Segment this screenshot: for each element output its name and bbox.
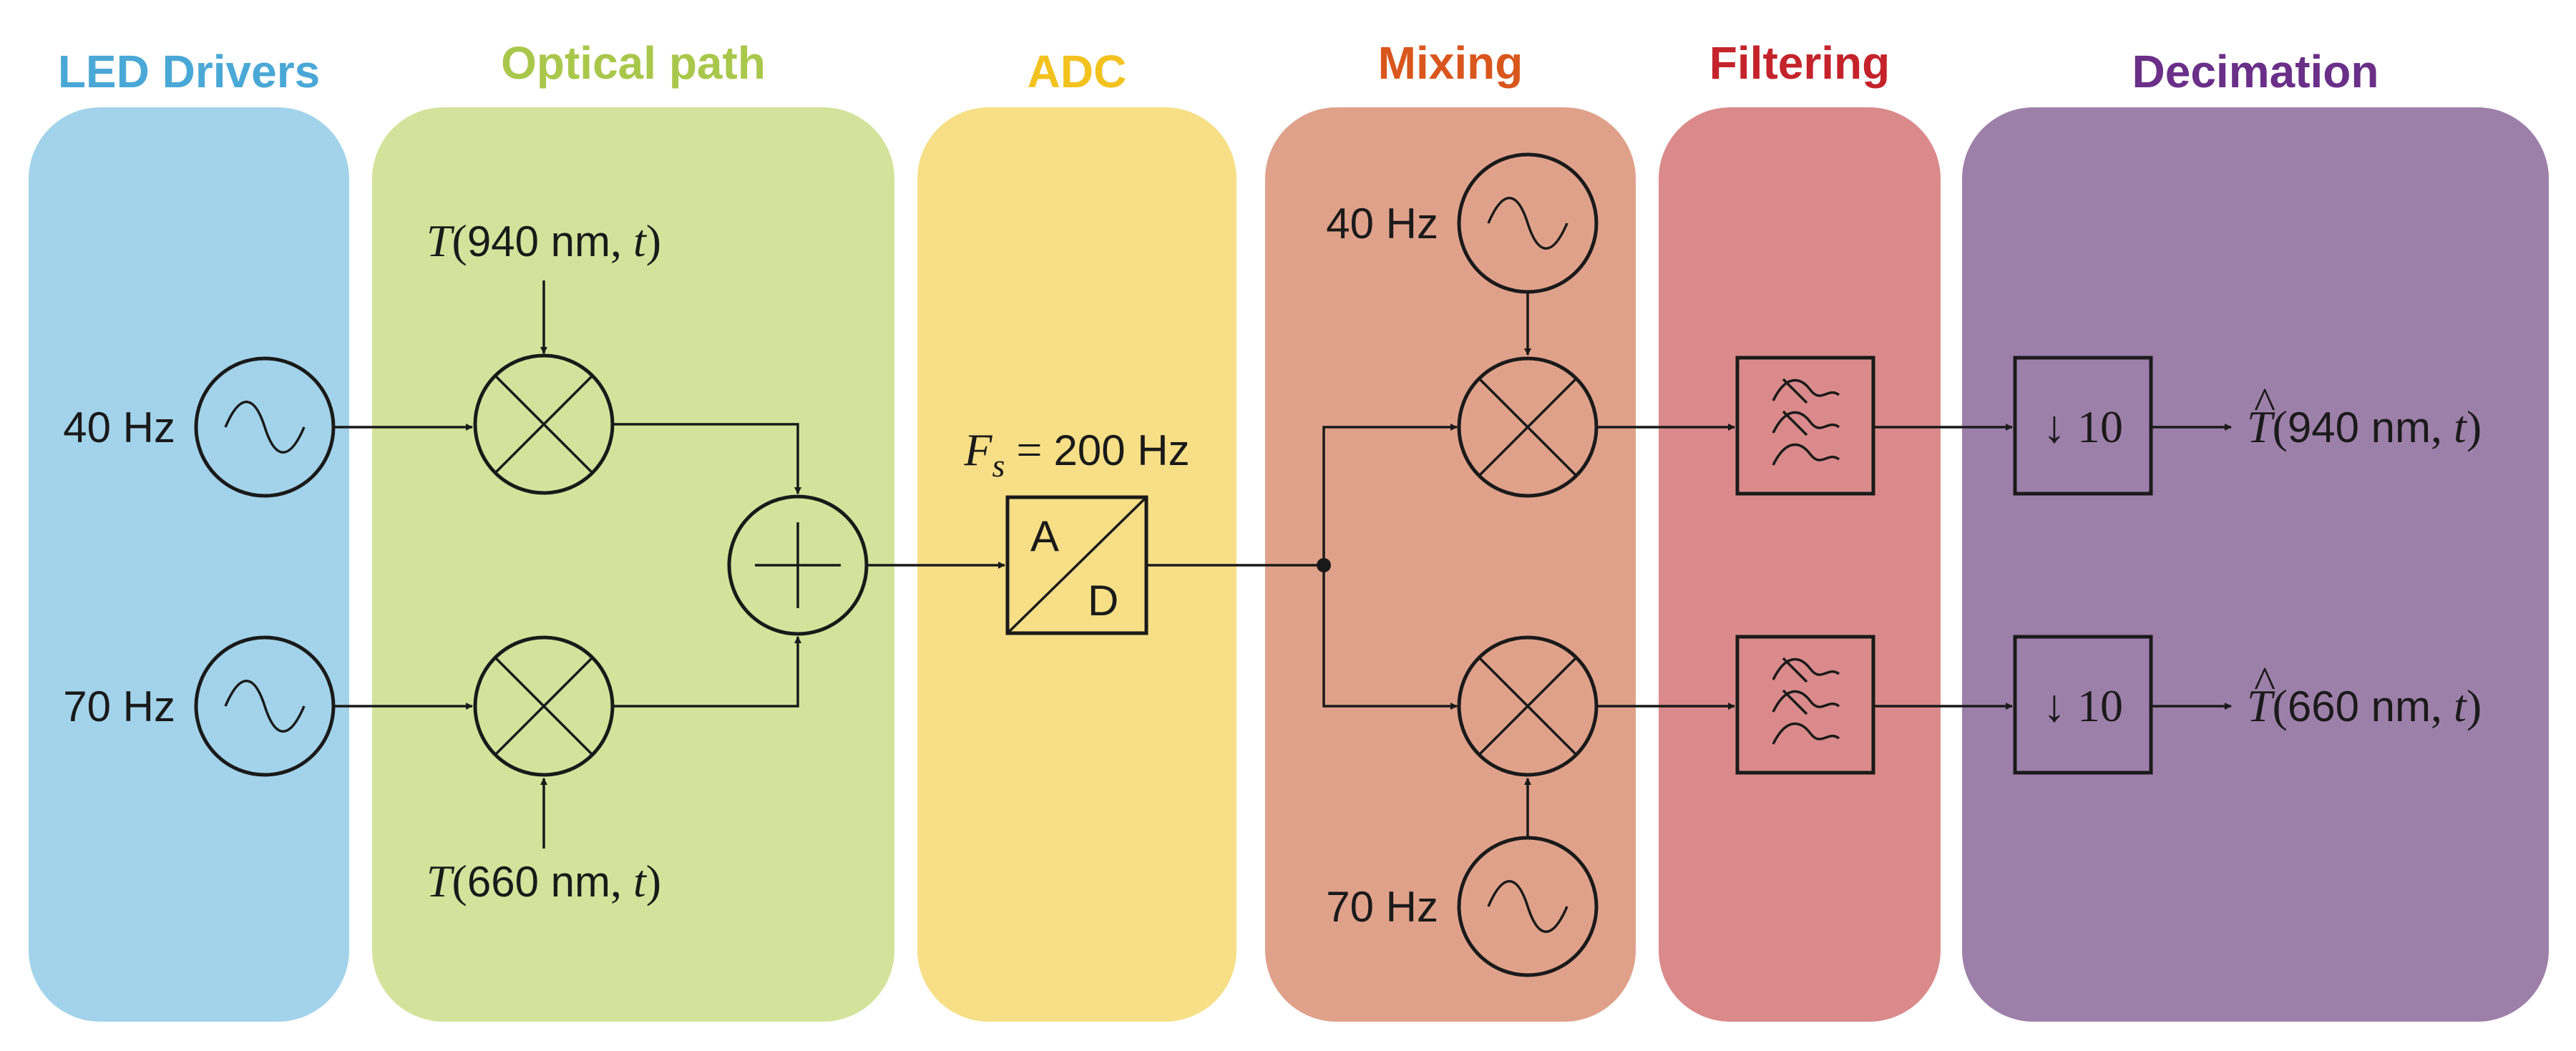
wire-split-to-mix-top: [1322, 424, 1458, 565]
adc-fs-label: Fs = 200 Hz: [963, 424, 1189, 484]
stage-title-optical-path: Optical path: [501, 37, 766, 89]
output-top-hat: ^: [2254, 378, 2275, 429]
sine-wave-icon: [224, 401, 306, 454]
stage-title-decimation: Decimation: [2132, 46, 2379, 97]
sine-wave-icon: [1487, 197, 1568, 250]
sine-wave-icon: [224, 680, 306, 733]
output-bottom-label: T(660 nm, t): [2247, 680, 2482, 731]
stage-decimation-panel: [1962, 107, 2549, 1022]
stage-filtering-panel: [1659, 107, 1941, 1022]
optical-bottom-input-label: T(660 nm, t): [426, 856, 661, 906]
output-top-label: T(940 nm, t): [2247, 401, 2482, 452]
stage-optical-path-panel: [372, 107, 894, 1022]
filter-icon: [1772, 378, 1840, 466]
stage-title-adc: ADC: [1028, 46, 1127, 97]
decimator-top: ↓ 10: [2013, 356, 2153, 496]
stage-led-drivers-panel: [29, 107, 349, 1022]
wire-split-to-mix-bottom: [1322, 565, 1458, 710]
adc-a-label: A: [1030, 512, 1059, 560]
filter-icon: [1772, 657, 1840, 745]
stage-title-led-drivers: LED Drivers: [58, 46, 320, 97]
led-osc-bottom-label: 70 Hz: [63, 683, 175, 730]
stage-title-filtering: Filtering: [1709, 37, 1890, 89]
decimation-factor-label: ↓ 10: [2043, 401, 2123, 452]
lowpass-filter-bottom: [1735, 635, 1875, 775]
stage-title-mixing: Mixing: [1378, 37, 1523, 89]
mix-osc-bottom-label: 70 Hz: [1326, 883, 1438, 931]
stage-mixing-panel: [1265, 107, 1636, 1022]
wire-mult-top-to-sum: [613, 423, 801, 494]
decimation-factor-label: ↓ 10: [2043, 680, 2123, 731]
led-osc-top-label: 40 Hz: [63, 404, 175, 451]
output-bottom-hat: ^: [2254, 657, 2275, 708]
mix-oscillator-bottom: [1457, 836, 1599, 977]
lowpass-filter-top: [1735, 356, 1875, 496]
optical-top-input-label: T(940 nm, t): [426, 215, 661, 266]
adc-d-label: D: [1088, 577, 1118, 625]
sine-wave-icon: [1487, 880, 1568, 933]
mix-osc-top-label: 40 Hz: [1326, 200, 1438, 248]
wire-mult-bottom-to-sum: [613, 636, 801, 708]
decimator-bottom: ↓ 10: [2013, 635, 2153, 775]
